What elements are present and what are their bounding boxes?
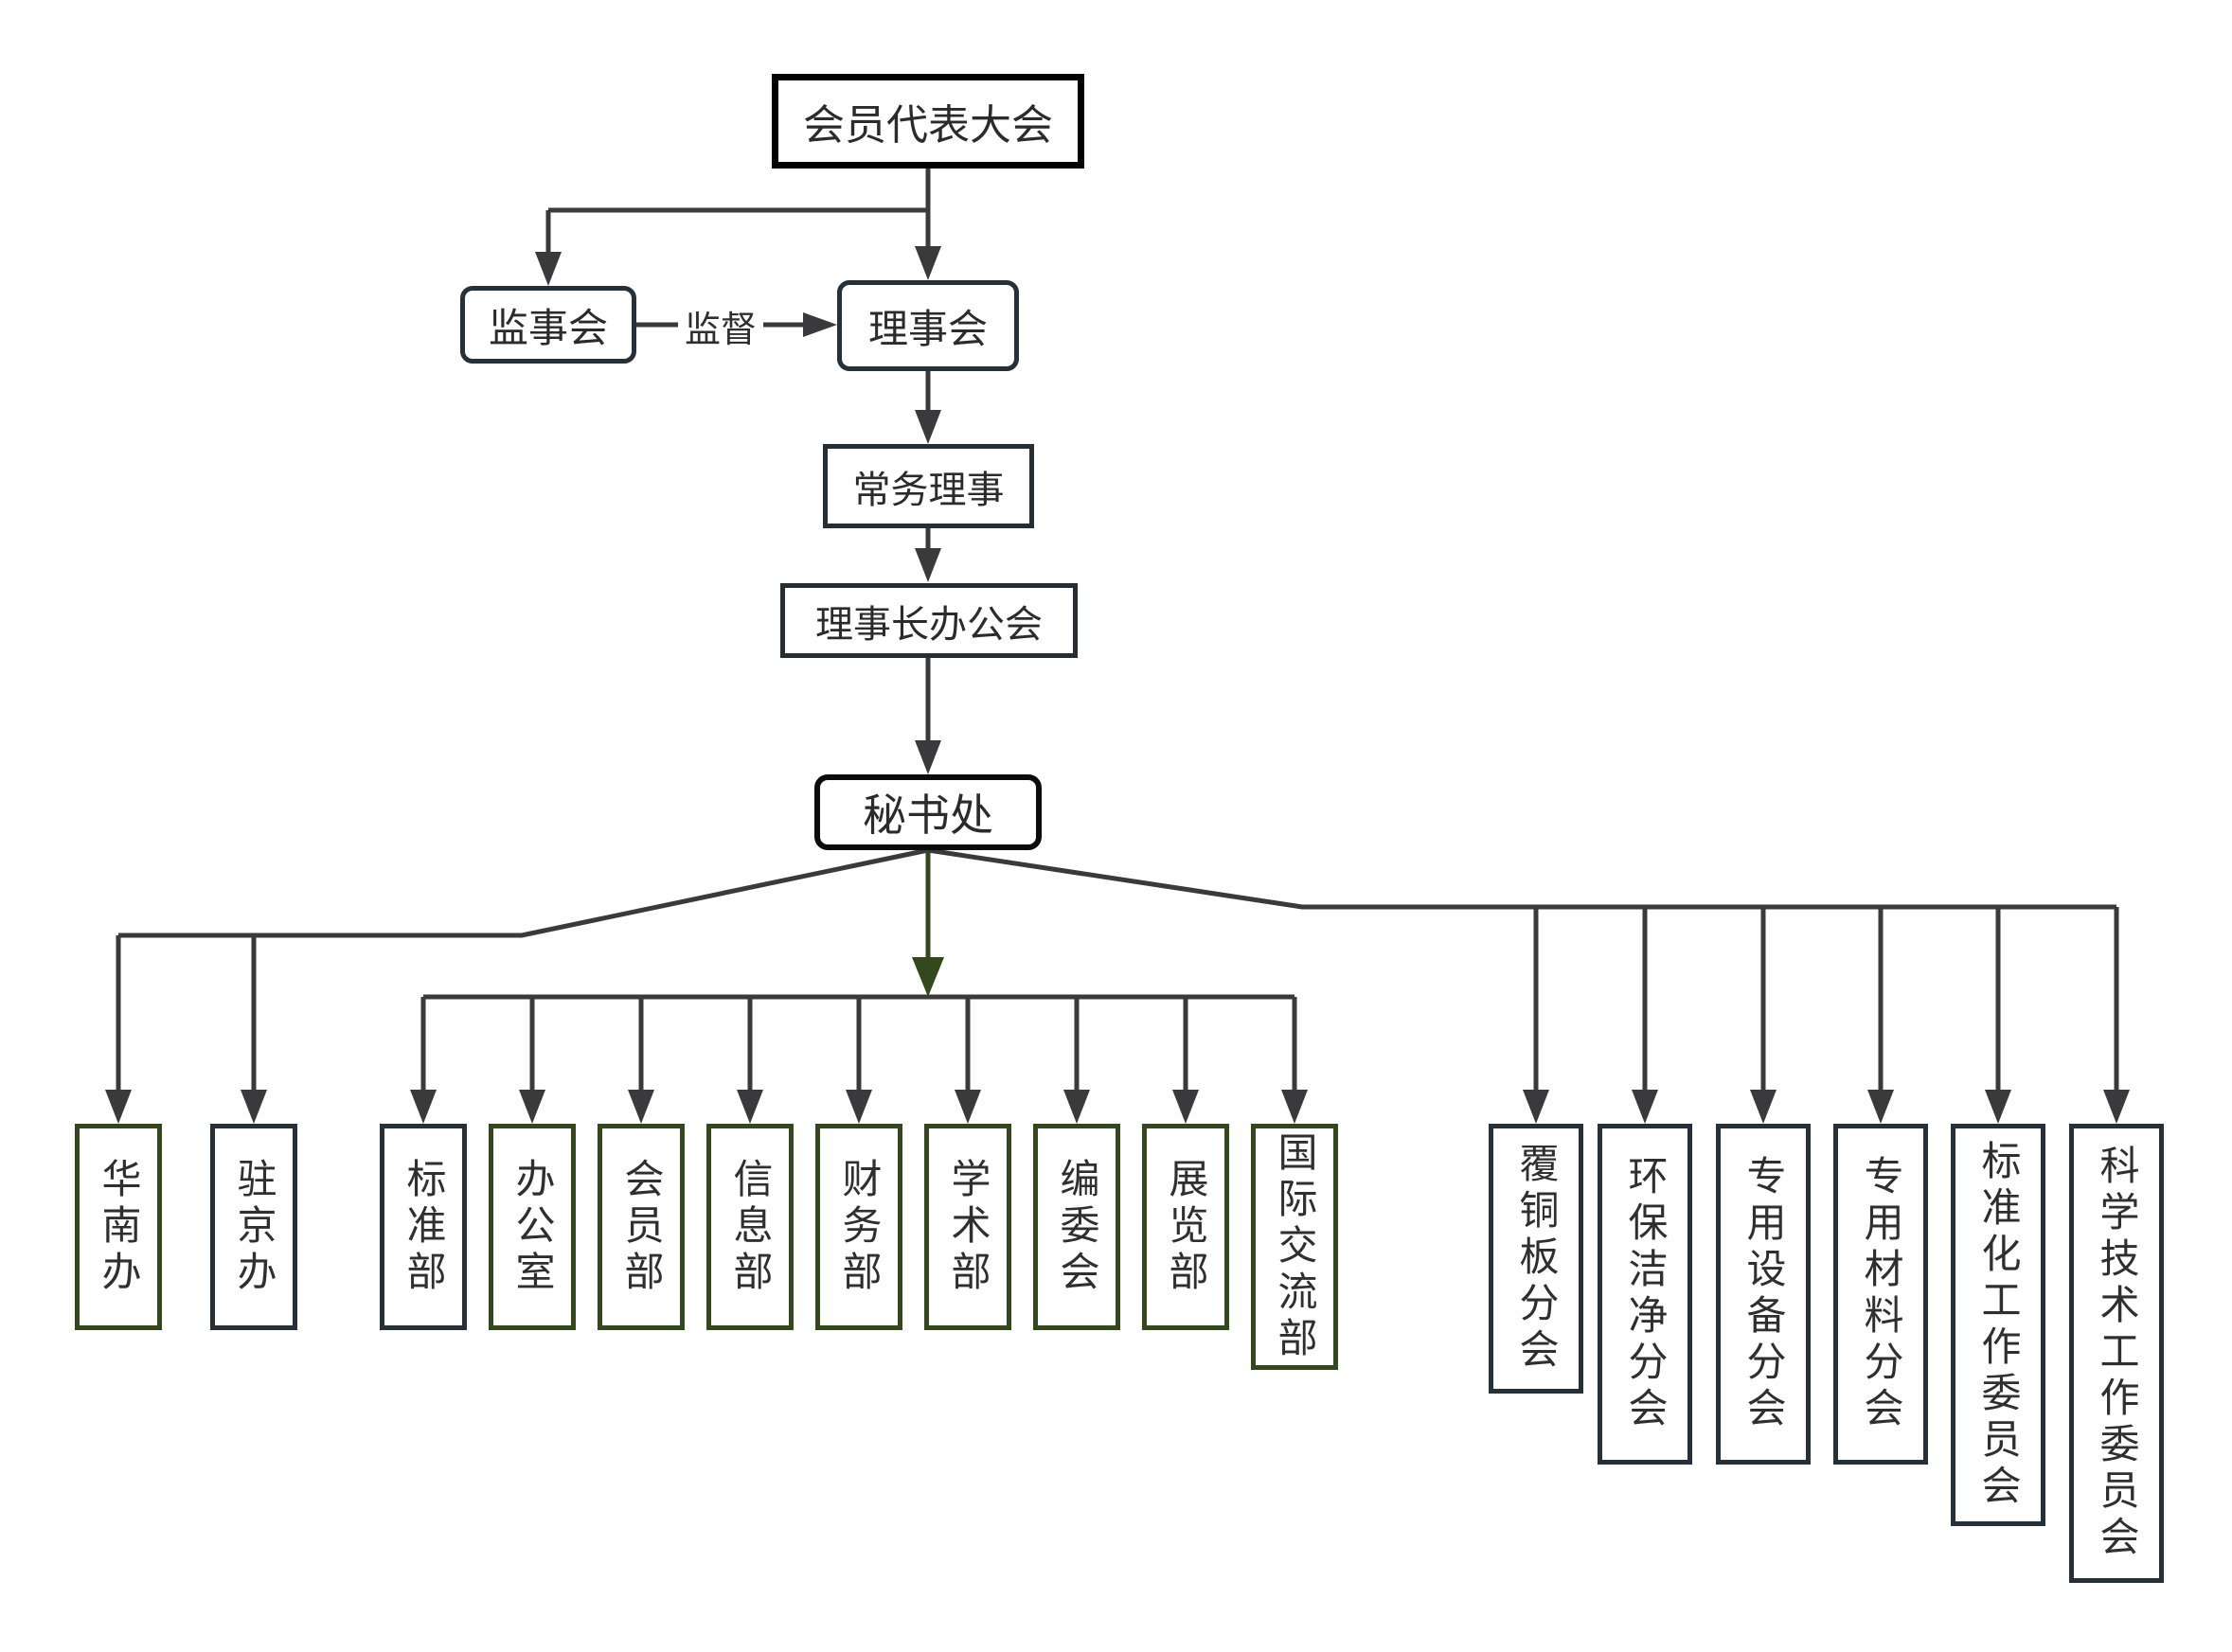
node-information-dept: 信息部 <box>706 1124 794 1330</box>
node-council: 理事会 <box>837 280 1019 371</box>
node-standards-dept: 标准部 <box>380 1124 467 1330</box>
edge-supervision <box>636 312 837 337</box>
node-chairman-office-meeting-label: 理事长办公会 <box>815 602 1043 647</box>
node-secretariat: 秘书处 <box>814 774 1042 850</box>
edge-secretariat-branches <box>927 847 2130 1124</box>
node-standardization-committee: 标准化工作委员会 <box>1951 1124 2045 1526</box>
node-general-office: 办公室 <box>489 1124 576 1330</box>
node-supervisory-board-label: 监事会 <box>488 304 608 351</box>
edge-chairman-secretariat <box>915 658 941 774</box>
edge-council-standing <box>915 371 941 444</box>
node-editorial-board: 编委会 <box>1033 1124 1120 1330</box>
node-chairman-office-meeting: 理事长办公会 <box>780 583 1078 658</box>
edge-assembly-split <box>535 169 941 286</box>
edge-secretariat-departments <box>410 850 1308 1124</box>
node-academic-dept: 学术部 <box>924 1124 1011 1330</box>
node-special-materials-branch: 专用材料分会 <box>1833 1124 1928 1465</box>
node-exhibition-dept: 展览部 <box>1142 1124 1229 1330</box>
node-council-label: 理事会 <box>867 305 988 352</box>
edge-label-supervision: 监督 <box>678 301 763 350</box>
node-member-assembly-label: 会员代表大会 <box>803 101 1053 150</box>
node-membership-dept: 会员部 <box>598 1124 685 1330</box>
node-env-clean-branch: 环保洁净分会 <box>1598 1124 1692 1465</box>
edge-standing-chairman <box>915 528 941 582</box>
node-sci-tech-committee: 科学技术工作委员会 <box>2069 1124 2164 1583</box>
edge-secretariat-offices <box>105 847 929 1124</box>
node-member-assembly: 会员代表大会 <box>772 74 1084 169</box>
node-special-equipment-branch: 专用设备分会 <box>1716 1124 1811 1465</box>
node-copper-clad-laminate-branch: 覆铜板分会 <box>1489 1124 1583 1394</box>
node-standing-council: 常务理事 <box>823 444 1034 528</box>
node-finance-dept: 财务部 <box>815 1124 902 1330</box>
node-standing-council-label: 常务理事 <box>852 468 1005 512</box>
node-intl-exchange-dept: 国际交流部 <box>1251 1124 1338 1370</box>
node-supervisory-board: 监事会 <box>460 286 636 364</box>
node-south-china-office: 华南办 <box>75 1124 162 1330</box>
node-secretariat-label: 秘书处 <box>863 790 993 841</box>
node-beijing-office: 驻京办 <box>210 1124 297 1330</box>
